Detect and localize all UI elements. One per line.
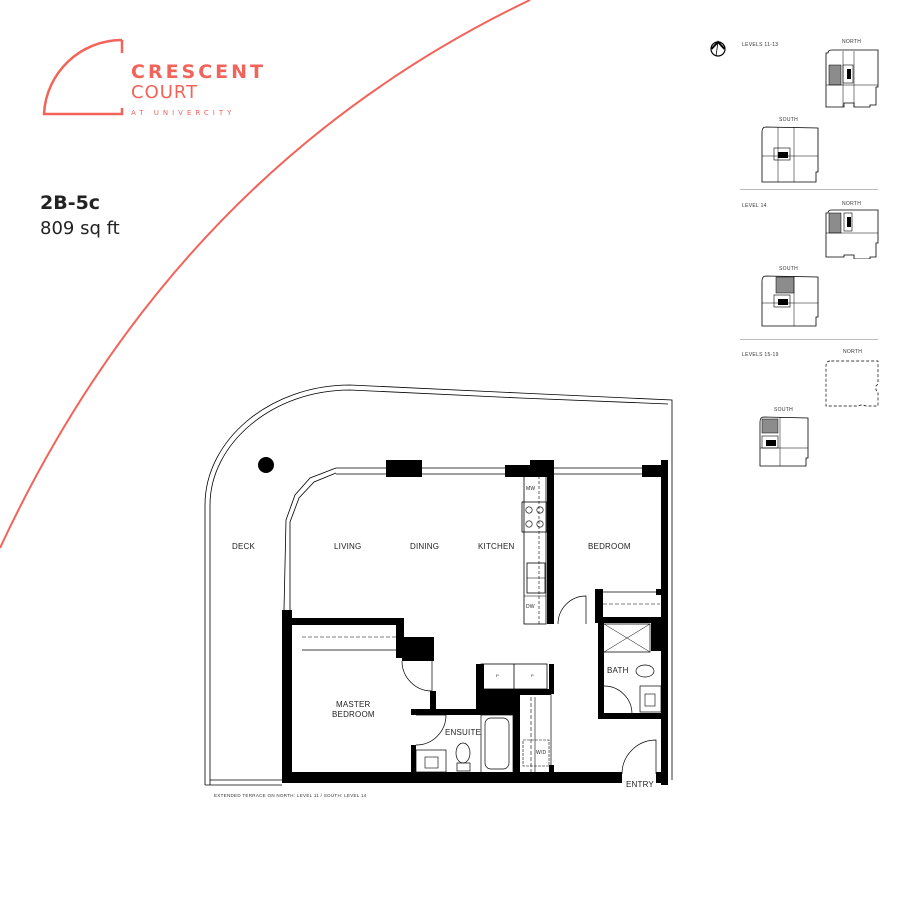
key-divider [740,339,878,340]
logo-quarter-circle-icon [42,38,124,116]
key-plan-north-outline [825,360,879,407]
room-label-dining: DINING [410,542,440,551]
key-plan-south [759,416,809,467]
appliance-washer-dryer: W/D [536,750,547,756]
key-plan-south [761,126,819,183]
key-plan-south [761,275,819,327]
key-north-label: NORTH [842,39,862,45]
key-south-label: SOUTH [779,266,798,272]
logo-court: COURT [131,82,199,103]
key-plan-north [825,49,879,108]
room-label-master-2: BEDROOM [332,710,375,719]
key-north-label: NORTH [842,201,862,207]
key-section-label: LEVELS 15-19 [742,352,779,358]
key-plan-north [825,209,879,259]
room-label-ensuite: ENSUITE [445,728,482,737]
pantry-label: P [496,673,499,678]
key-divider [740,189,878,190]
room-label-bath: BATH [607,666,629,675]
key-south-label: SOUTH [774,407,793,413]
room-label-bedroom: BEDROOM [588,542,631,551]
pantry-label: P [531,673,534,678]
key-section-label: LEVELS 11-13 [742,42,779,48]
logo-crescent: CRESCENT [131,61,267,83]
room-label-living: LIVING [334,542,362,551]
room-label-entry: ENTRY [626,780,654,789]
north-arrow-icon [710,40,726,57]
logo-at-univercity: AT UNIVERCITY [131,109,236,117]
key-north-label: NORTH [843,349,863,355]
room-label-kitchen: KITCHEN [478,542,515,551]
appliance-microwave: MW [526,486,536,492]
room-label-master-1: MASTER [336,700,371,709]
unit-name: 2B-5c [40,192,101,214]
room-label-deck: DECK [232,542,256,551]
appliance-dishwasher: DW [526,604,535,610]
key-south-label: SOUTH [779,117,798,123]
terrace-note: EXTENDED TERRACE ON NORTH: LEVEL 11 / SO… [214,793,367,798]
key-section-label: LEVEL 14 [742,203,767,209]
unit-area: 809 sq ft [40,218,120,239]
